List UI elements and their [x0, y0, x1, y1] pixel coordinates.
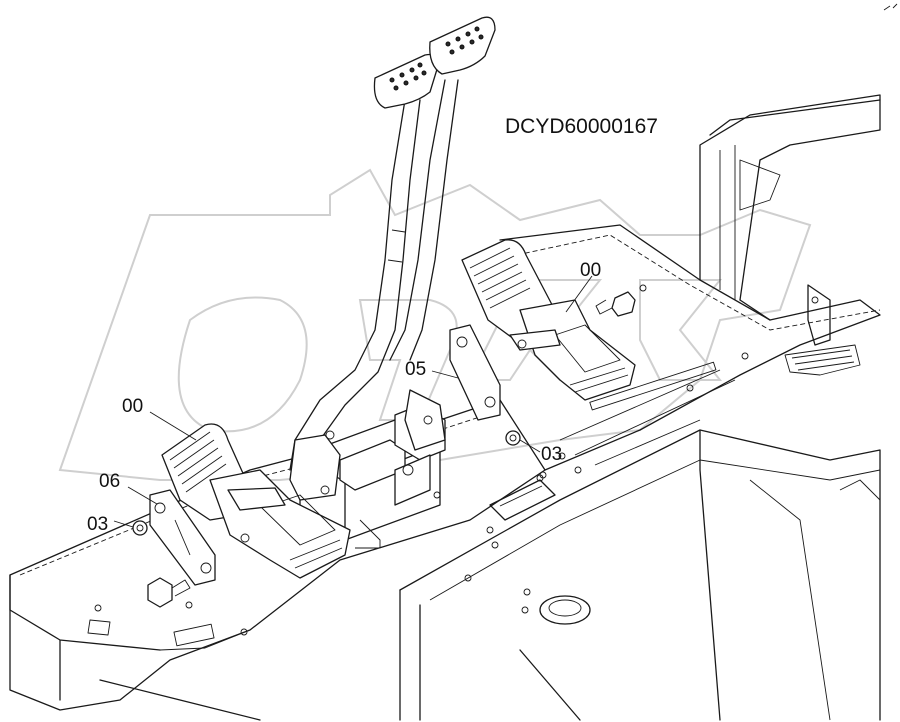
pilot-valve-block: [289, 389, 446, 549]
cabin-post: [699, 94, 881, 346]
bracket-left: [149, 489, 216, 586]
pedal-left[interactable]: [161, 423, 351, 579]
callout-nut-right: 03: [541, 444, 562, 465]
callout-bracket-left: 06: [99, 471, 120, 492]
drawing-code: DCYD60000167: [505, 115, 658, 138]
nut-right: [505, 430, 521, 446]
callout-right-pedal: 00: [580, 260, 601, 281]
callout-nut-left: 03: [87, 514, 108, 535]
leader-lines: [113, 275, 593, 528]
pedal-right[interactable]: [461, 239, 636, 401]
callout-left-pedal: 00: [122, 396, 143, 417]
travel-lever[interactable]: [289, 16, 496, 471]
deck-slot: [486, 479, 556, 549]
bolt-right: [595, 291, 636, 317]
bracket-right: [449, 324, 501, 421]
corner-mark: [883, 3, 898, 11]
bolt-left: [147, 577, 191, 608]
callout-bracket-right: 05: [405, 359, 426, 380]
upper-deck: [469, 224, 881, 482]
lower-frame: [399, 429, 881, 721]
nut-left: [132, 520, 148, 536]
grip-texture: [389, 26, 484, 91]
